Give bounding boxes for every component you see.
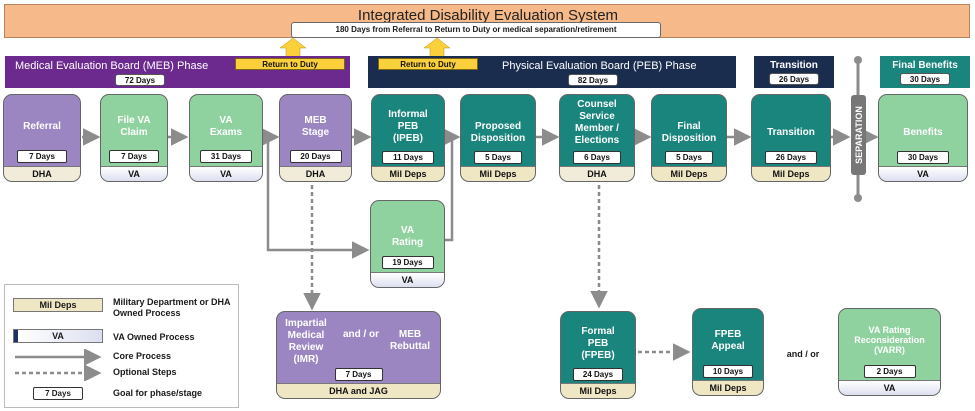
step-label: VA Rating Reconsideration (VARR) xyxy=(854,325,925,355)
step-label: VA Rating xyxy=(391,225,424,248)
step-label: Formal PEB (FPEB) xyxy=(581,326,615,361)
step-label: Referral xyxy=(23,121,61,132)
step-days: 11 Days xyxy=(382,151,434,164)
meb-phase-title: Medical Evaluation Board (MEB) Phase xyxy=(15,60,209,72)
title-banner: Integrated Disability Evaluation System … xyxy=(4,4,970,38)
step-proposed-disposition: Proposed Disposition 5 Days Mil Deps xyxy=(460,94,536,182)
step-label: FPEB Appeal xyxy=(711,329,745,352)
step-days: 20 Days xyxy=(289,150,342,163)
step-label: MEB Stage xyxy=(301,115,330,138)
peb-phase-days: 82 Days xyxy=(568,74,618,86)
step-days: 26 Days xyxy=(765,151,817,164)
step-owner: DHA and JAG xyxy=(277,383,440,398)
step-informal-peb: Informal PEB (IPEB) 11 Days Mil Deps xyxy=(371,94,445,182)
legend-va-swatch: VA xyxy=(13,329,103,343)
step-days: 31 Days xyxy=(200,150,252,163)
step-va-exams: VA Exams 31 Days VA xyxy=(189,94,263,182)
legend-mil-deps-text: Military Department or DHA Owned Process xyxy=(113,297,231,318)
final-benefits-title: Final Benefits xyxy=(892,60,958,71)
step-counsel-elections: Counsel Service Member / Elections 6 Day… xyxy=(559,94,635,182)
step-owner: Mil Deps xyxy=(752,166,830,181)
separation-post-bottom xyxy=(854,194,862,202)
step-label: Informal PEB (IPEB) xyxy=(388,109,428,144)
peb-phase-title: Physical Evaluation Board (PEB) Phase xyxy=(502,60,697,72)
legend: Mil Deps Military Department or DHA Owne… xyxy=(4,284,239,408)
step-label-and-or: and / or xyxy=(342,329,380,340)
step-label: VA Exams xyxy=(209,115,243,138)
legend-arrows xyxy=(15,349,102,381)
transition-phase-header: Transition 26 Days xyxy=(754,56,834,88)
step-benefits: Benefits 30 Days VA xyxy=(878,94,968,182)
step-days: 19 Days xyxy=(381,256,434,269)
legend-optional-text: Optional Steps xyxy=(113,367,177,377)
final-benefits-header: Final Benefits 30 Days xyxy=(880,56,970,88)
and-or-text: and / or xyxy=(786,349,820,359)
step-owner: DHA xyxy=(4,166,80,181)
legend-mil-deps-swatch: Mil Deps xyxy=(13,298,103,312)
page-title: Integrated Disability Evaluation System xyxy=(357,7,619,24)
return-to-duty-arrow-meb xyxy=(279,37,307,59)
page-subtitle: 180 Days from Referral to Return to Duty… xyxy=(291,22,661,38)
step-days: 7 Days xyxy=(334,368,383,381)
step-owner: VA xyxy=(371,272,444,287)
transition-phase-days: 26 Days xyxy=(769,73,819,85)
step-owner: Mil Deps xyxy=(461,166,535,181)
step-days: 5 Days xyxy=(474,151,522,164)
step-label: Final Disposition xyxy=(661,121,717,144)
step-days: 30 Days xyxy=(897,151,949,164)
return-to-duty-arrow-peb xyxy=(423,37,451,59)
step-owner: VA xyxy=(839,380,940,395)
step-label: Benefits xyxy=(903,127,943,138)
step-owner: Mil Deps xyxy=(693,380,763,395)
step-file-va-claim: File VA Claim 7 Days VA xyxy=(100,94,168,182)
step-referral: Referral 7 Days DHA xyxy=(3,94,81,182)
step-owner: VA xyxy=(190,166,262,181)
step-days: 5 Days xyxy=(665,151,713,164)
step-formal-peb: Formal PEB (FPEB) 24 Days Mil Deps xyxy=(560,311,636,399)
step-meb-stage: MEB Stage 20 Days DHA xyxy=(279,94,352,182)
step-days: 10 Days xyxy=(703,365,753,378)
step-owner: Mil Deps xyxy=(561,383,635,398)
peb-phase-header: Physical Evaluation Board (PEB) Phase 82… xyxy=(368,56,736,88)
final-benefits-days: 30 Days xyxy=(900,73,950,85)
step-transition: Transition 26 Days Mil Deps xyxy=(751,94,831,182)
step-owner: VA xyxy=(101,166,167,181)
step-owner: VA xyxy=(879,166,967,181)
step-label: Transition xyxy=(767,127,815,138)
separation-post-top xyxy=(854,56,862,64)
meb-phase-header: Medical Evaluation Board (MEB) Phase 72 … xyxy=(5,56,350,88)
step-final-disposition: Final Disposition 5 Days Mil Deps xyxy=(651,94,727,182)
step-label-imr: Impartial Medical Review (IMR) xyxy=(285,318,327,365)
step-days: 7 Days xyxy=(17,150,67,163)
step-days: 24 Days xyxy=(573,368,623,381)
peb-return-to-duty: Return to Duty xyxy=(378,58,478,70)
step-varr: VA Rating Reconsideration (VARR) 2 Days … xyxy=(838,308,941,396)
step-label: File VA Claim xyxy=(117,115,151,138)
legend-goal-swatch: 7 Days xyxy=(33,387,83,400)
legend-goal-text: Goal for phase/stage xyxy=(113,388,203,398)
separation-box: SEPARATION xyxy=(851,95,866,175)
step-label: Proposed Disposition xyxy=(470,121,526,144)
step-owner: DHA xyxy=(280,166,351,181)
separation-label: SEPARATION xyxy=(854,106,864,164)
step-fpeb-appeal: FPEB Appeal 10 Days Mil Deps xyxy=(692,308,764,396)
step-owner: Mil Deps xyxy=(372,166,444,181)
step-days: 2 Days xyxy=(863,365,916,378)
transition-phase-title: Transition xyxy=(770,60,818,71)
meb-return-to-duty: Return to Duty xyxy=(235,58,345,70)
step-days: 6 Days xyxy=(573,151,621,164)
step-va-rating: VA Rating 19 Days VA xyxy=(370,200,445,288)
legend-core-text: Core Process xyxy=(113,351,172,361)
step-label: Counsel Service Member / Elections xyxy=(574,99,620,146)
arrow-va-rating-to-proposed xyxy=(444,137,454,242)
step-owner: DHA xyxy=(560,166,634,181)
arrow-exams-to-va-rating xyxy=(266,137,370,259)
step-imr-rebuttal: Impartial Medical Review (IMR) and / or … xyxy=(276,311,441,399)
legend-va-text: VA Owned Process xyxy=(113,332,195,342)
step-owner: Mil Deps xyxy=(652,166,726,181)
step-days: 7 Days xyxy=(109,150,159,163)
step-label-rebuttal: MEB Rebuttal xyxy=(390,329,430,352)
meb-phase-days: 72 Days xyxy=(115,74,165,86)
